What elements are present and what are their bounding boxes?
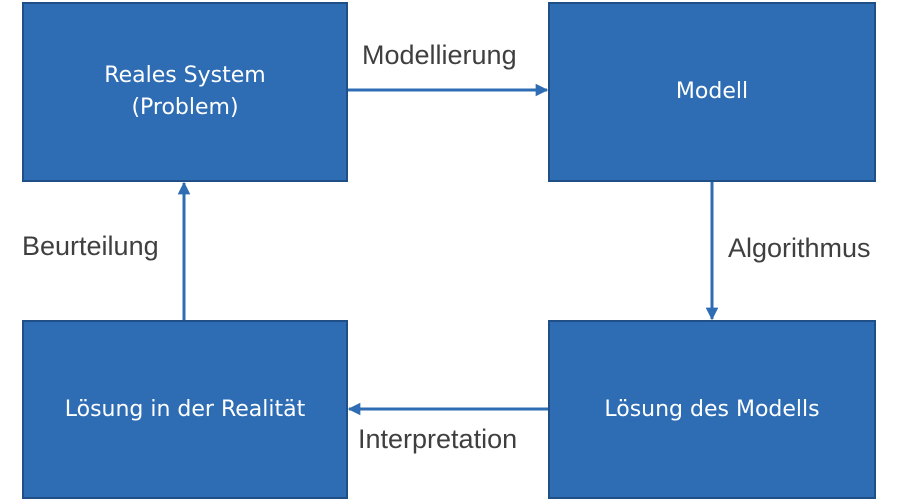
node-real-system-title: Reales System: [104, 63, 266, 89]
edge-label-modelling: Modellierung: [362, 40, 517, 70]
node-real-system-subtitle: (Problem): [131, 95, 239, 120]
edge-label-assessment: Beurteilung: [22, 231, 159, 261]
node-model: Modell: [548, 2, 876, 182]
edge-label-interpretation: Interpretation: [358, 424, 518, 454]
node-model-solution-label: Lösung des Modells: [604, 396, 820, 422]
node-real-solution: Lösung in der Realität: [22, 320, 348, 499]
edge-label-algorithm: Algorithmus: [728, 233, 871, 263]
node-real-system: Reales System (Problem): [22, 2, 348, 182]
node-model-solution: Lösung des Modells: [548, 320, 876, 499]
node-model-label: Modell: [675, 79, 749, 105]
node-real-solution-label: Lösung in der Realität: [64, 396, 306, 422]
